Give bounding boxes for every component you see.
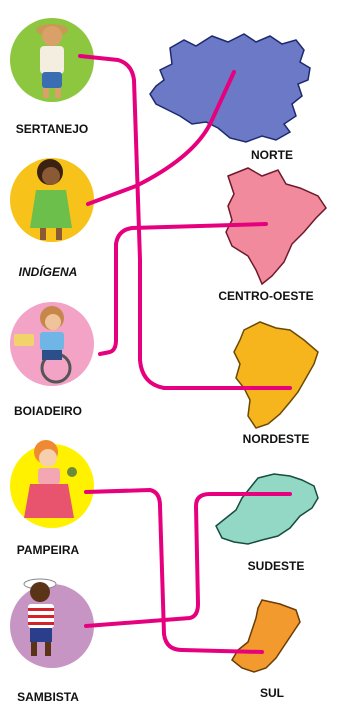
label-pampeira: PAMPEIRA <box>17 543 80 557</box>
label-norte: NORTE <box>251 148 293 162</box>
nordeste-map <box>233 321 319 429</box>
region-nordeste[interactable] <box>233 321 319 429</box>
character-sambista[interactable] <box>10 578 94 668</box>
label-sambista: SAMBISTA <box>17 690 79 704</box>
character-boiadeiro[interactable] <box>10 302 94 386</box>
line-boiadeiro-centro-oeste <box>98 222 268 356</box>
region-sul[interactable] <box>231 599 301 673</box>
line-pampeira-sul <box>84 488 264 654</box>
boiadeiro-figure <box>14 306 72 384</box>
indigena-figure <box>30 159 72 240</box>
sul-map <box>231 599 301 673</box>
sertanejo-figure <box>36 24 68 98</box>
label-nordeste: NORDESTE <box>243 432 310 446</box>
line-sertanejo-nordeste <box>78 54 292 390</box>
region-sudeste[interactable] <box>215 473 319 545</box>
pampeira-figure <box>24 440 77 518</box>
label-sertanejo: SERTANEJO <box>16 122 88 136</box>
norte-map <box>149 33 311 143</box>
character-pampeira[interactable] <box>10 440 94 528</box>
label-centro-oeste: CENTRO-OESTE <box>218 289 313 303</box>
region-norte[interactable] <box>149 33 311 143</box>
label-indigena: INDÍGENA <box>19 264 78 279</box>
line-indigena-norte <box>86 70 236 206</box>
line-sambista-sudeste <box>84 492 292 628</box>
label-sul: SUL <box>260 686 284 700</box>
character-sertanejo[interactable] <box>10 18 94 102</box>
sambista-figure <box>23 578 57 656</box>
sudeste-map <box>215 473 319 545</box>
character-indigena[interactable] <box>10 158 94 242</box>
label-sudeste: SUDESTE <box>248 559 305 573</box>
label-boiadeiro: BOIADEIRO <box>14 404 82 418</box>
